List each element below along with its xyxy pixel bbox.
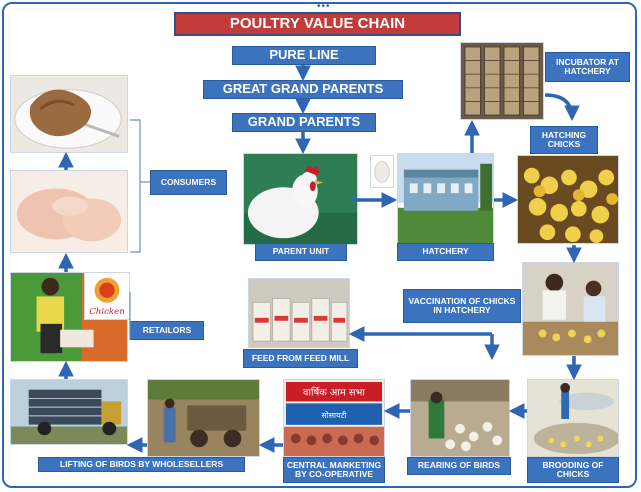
central-marketing-photo: वार्षिक आम सभा सोसायटी (283, 379, 385, 457)
brooding-photo (527, 379, 619, 457)
feed-mill-photo (248, 278, 350, 348)
wholeseller-cart-photo (147, 379, 260, 457)
banner-line1: वार्षिक आम सभा (303, 387, 365, 399)
banner-line2: सोसायटी (321, 411, 347, 420)
diagram-frame: ••• (2, 2, 637, 488)
label-hatching-chicks: HATCHING CHICKS (530, 126, 598, 154)
label-brooding: BROODING OF CHICKS (527, 457, 619, 483)
label-hatchery: HATCHERY (397, 243, 494, 261)
retail-logo-text: Chicken (89, 307, 125, 317)
truck-photo (10, 379, 128, 445)
diagram-title: POULTRY VALUE CHAIN (174, 12, 461, 36)
frame-handle: ••• (317, 1, 331, 12)
cooked-chicken-photo (10, 75, 128, 153)
parent-hen-photo (243, 153, 358, 245)
hatchery-photo (397, 153, 494, 245)
label-feed-mill: FEED FROM FEED MILL (243, 349, 358, 368)
vaccination-photo (522, 262, 619, 356)
chicken-logo: Chicken (84, 272, 130, 320)
stage-great-grand-parents: GREAT GRAND PARENTS (203, 80, 403, 99)
label-vaccination: VACCINATION OF CHICKS IN HATCHERY (403, 289, 521, 323)
label-lifting: LIFTING OF BIRDS BY WHOLESELLERS (38, 457, 245, 472)
incubator-photo (460, 42, 544, 120)
label-rearing: REARING OF BIRDS (407, 457, 511, 475)
rearing-photo (410, 379, 510, 457)
stage-pure-line: PURE LINE (232, 46, 376, 65)
raw-chicken-photo (10, 170, 128, 253)
stage-grand-parents: GRAND PARENTS (232, 113, 376, 132)
label-consumers: CONSUMERS (150, 170, 227, 195)
label-parent-unit: PARENT UNIT (255, 243, 347, 261)
label-retailors: RETAILORS (130, 321, 204, 340)
hatching-chicks-photo (517, 155, 619, 244)
label-central-marketing: CENTRAL MARKETING BY CO-OPERATIVE (283, 457, 385, 483)
label-incubator: INCUBATOR AT HATCHERY (545, 52, 630, 82)
egg-photo (370, 155, 394, 188)
